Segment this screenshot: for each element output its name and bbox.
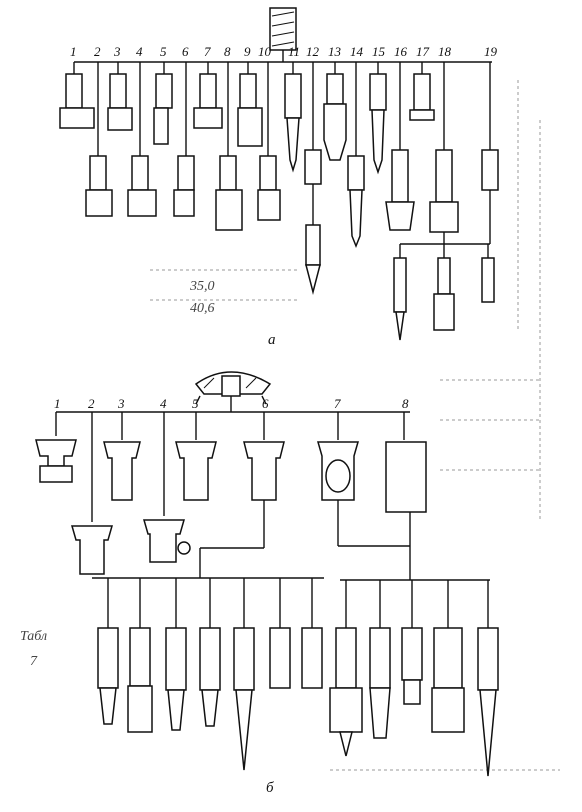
scheme-a: 1 2 3 4 5 6 7 8 9 10 11 12 13 14 15 16 1… xyxy=(59,7,499,348)
caption-b: б xyxy=(266,780,274,796)
label-b-6: 6 xyxy=(262,396,269,411)
spindle-b xyxy=(194,371,272,412)
label-a-9: 9 xyxy=(244,44,251,59)
label-b-2: 2 xyxy=(88,396,95,411)
label-b-7: 7 xyxy=(334,396,341,411)
label-a-8: 8 xyxy=(224,44,231,59)
label-a-17: 17 xyxy=(416,44,430,59)
caption-a: а xyxy=(268,332,276,348)
margin-text-b1: Табл xyxy=(20,629,47,644)
tool-row-b xyxy=(97,578,499,777)
labels-a: 1 2 3 4 5 6 7 8 9 10 11 12 13 14 15 16 1… xyxy=(70,44,498,59)
scheme-b: 1 2 3 4 5 6 7 8 б xyxy=(35,371,499,796)
right-holders-a xyxy=(385,62,499,341)
label-a-1: 1 xyxy=(70,44,77,59)
connectors-b xyxy=(92,500,490,581)
label-a-12: 12 xyxy=(306,44,320,59)
label-a-11: 11 xyxy=(288,44,300,59)
margin-text-a1: 35,0 xyxy=(189,279,215,294)
label-a-15: 15 xyxy=(372,44,386,59)
lower-holders-a xyxy=(85,62,365,295)
label-a-10: 10 xyxy=(258,44,272,59)
label-a-4: 4 xyxy=(136,44,143,59)
upper-holders-b xyxy=(35,412,427,522)
label-a-2: 2 xyxy=(94,44,101,59)
label-a-13: 13 xyxy=(328,44,342,59)
margin-text-b2: 7 xyxy=(30,654,38,669)
background-marks xyxy=(150,80,560,771)
label-a-18: 18 xyxy=(438,44,452,59)
label-b-8: 8 xyxy=(402,396,409,411)
label-b-1: 1 xyxy=(54,396,61,411)
upper-holders-a xyxy=(59,62,435,175)
spindle-a xyxy=(269,7,297,62)
label-a-7: 7 xyxy=(204,44,211,59)
label-b-5: 5 xyxy=(192,396,199,411)
label-a-16: 16 xyxy=(394,44,408,59)
labels-b: 1 2 3 4 5 6 7 8 xyxy=(54,396,409,411)
label-a-19: 19 xyxy=(484,44,498,59)
label-b-3: 3 xyxy=(117,396,125,411)
label-a-3: 3 xyxy=(113,44,121,59)
label-a-6: 6 xyxy=(182,44,189,59)
label-a-14: 14 xyxy=(350,44,364,59)
label-b-4: 4 xyxy=(160,396,167,411)
label-a-5: 5 xyxy=(160,44,167,59)
margin-text-a2: 40,6 xyxy=(190,301,215,316)
lower-holders-b xyxy=(71,519,191,575)
